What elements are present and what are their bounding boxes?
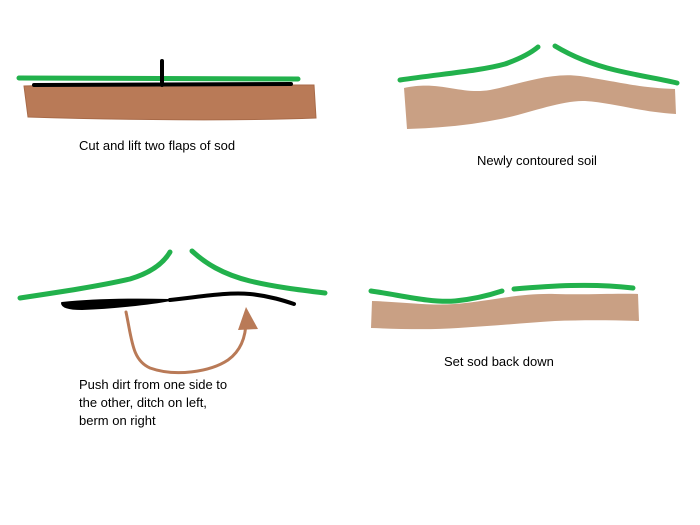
ditch-outline bbox=[61, 298, 171, 310]
caption-push-line-1: Push dirt from one side to bbox=[79, 377, 228, 392]
soil-strip-4 bbox=[371, 293, 639, 330]
dirt-arrow-curve bbox=[124, 310, 248, 375]
sod-flap-right-3 bbox=[189, 248, 328, 296]
sod-flap-left-4 bbox=[368, 288, 505, 304]
soil-profile-line bbox=[168, 291, 296, 306]
caption-set-sod-down: Set sod back down bbox=[444, 354, 554, 369]
sod-flap-left-3 bbox=[17, 249, 173, 301]
sod-flap-left-2 bbox=[397, 44, 541, 83]
caption-cut-sod: Cut and lift two flaps of sod bbox=[79, 138, 236, 153]
caption-push-line-2: the other, ditch on left, bbox=[79, 395, 207, 410]
panel-replaced bbox=[368, 282, 639, 330]
soil-strip-1 bbox=[23, 84, 317, 121]
sod-flap-right-2 bbox=[552, 43, 680, 86]
soil-strip-2 bbox=[404, 75, 676, 129]
dirt-arrow-head bbox=[238, 307, 258, 330]
caption-contoured-soil: Newly contoured soil bbox=[477, 153, 597, 168]
caption-push-line-3: berm on right bbox=[79, 413, 156, 428]
panel-cut bbox=[16, 59, 317, 121]
panel-push bbox=[17, 248, 328, 375]
sod-flap-right-4 bbox=[511, 282, 636, 292]
caption-push-dirt: Push dirt from one side to the other, di… bbox=[79, 376, 279, 430]
sod-line-1 bbox=[16, 75, 301, 82]
panel-contoured bbox=[397, 43, 680, 129]
